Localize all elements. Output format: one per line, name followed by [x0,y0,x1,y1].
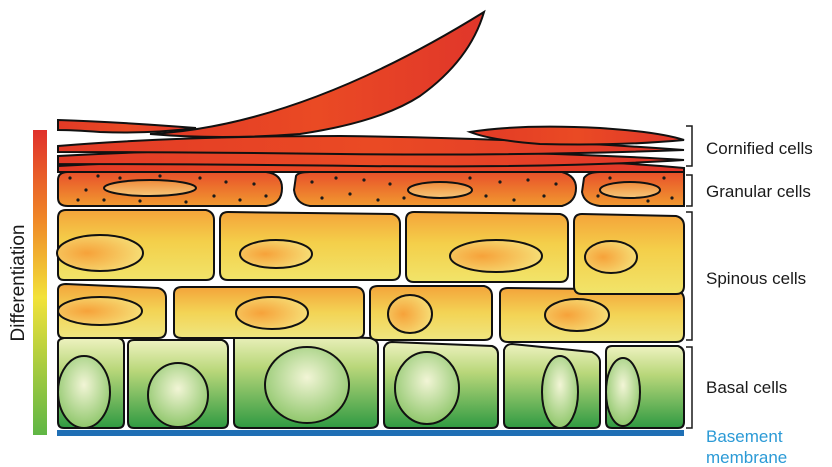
differentiation-gradient-bar [33,130,47,435]
spinous-cells-label: Spinous cells [706,269,806,288]
granular-cells-layer [58,172,684,206]
basal-cells-layer [58,334,684,428]
basal-cells-label: Basal cells [706,378,787,397]
granular-cells-label: Granular cells [706,182,811,201]
differentiation-axis-label: Differentiation [8,225,29,342]
spinous-cells-upper-row [57,210,684,294]
basement-membrane-label-line2: membrane [706,448,787,467]
cornified-cells-layer [58,12,684,172]
basement-membrane [57,430,684,436]
basement-membrane-label-line1: Basement [706,427,783,446]
layer-brackets [686,126,692,428]
cornified-cells-label: Cornified cells [706,139,813,158]
